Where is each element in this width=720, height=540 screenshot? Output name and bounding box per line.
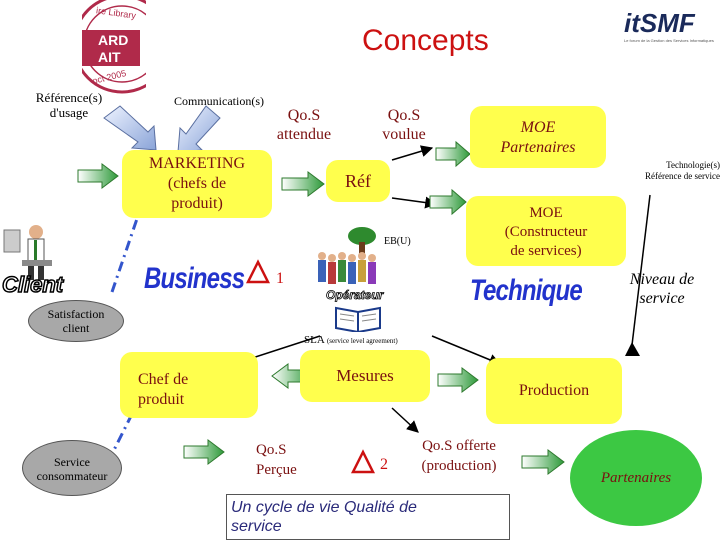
niveau-service-line2: service <box>639 290 685 307</box>
mesures-arrow <box>391 407 419 433</box>
green-arrow-4 <box>429 188 467 216</box>
reference-usage-line1: Référence(s) <box>35 90 103 105</box>
partenaires-ellipse[interactable]: Partenaires <box>570 430 702 526</box>
qos-offerte-label: Qo.S offerte (production) <box>404 436 514 476</box>
delta-2-label: 2 <box>380 456 388 473</box>
qos-offerte-line1: Qo.S offerte <box>422 438 496 454</box>
qos-voulue-line1: Qo.S <box>387 107 421 124</box>
delta-triangle-2 <box>350 449 376 474</box>
qos-percue-line2: Perçue <box>256 462 297 478</box>
eb-label: EB(U) <box>384 236 411 247</box>
marketing-line2: (chefs de <box>167 175 227 192</box>
sla-label: SLA (service level agreement) <box>304 334 398 346</box>
book-icon <box>334 302 382 334</box>
people-group-icon <box>316 250 382 288</box>
niveau-service-label: Niveau de service <box>610 270 714 308</box>
itsmf-logo: itSMF Le forum de la Gestion des Service… <box>622 8 718 48</box>
reference-usage-line2: d'usage <box>49 105 89 120</box>
chef-produit-line1: Chef de <box>138 371 189 388</box>
ref-arrow-down <box>391 196 438 209</box>
qos-voulue-label: Qo.S voulue <box>364 106 444 144</box>
cycle-line1: Un cycle de vie Qualité de <box>231 499 417 516</box>
technologie-label: Technologie(s) Référence de service <box>626 160 720 182</box>
mesures-box[interactable]: Mesures <box>300 350 430 402</box>
tree-icon <box>344 226 380 256</box>
ref-box[interactable]: Réf <box>326 160 390 202</box>
itsmf-tagline: Le forum de la Gestion des Services Info… <box>624 38 714 43</box>
moe-partenaires-line1: MOE <box>520 119 556 136</box>
line-technologie <box>631 194 651 346</box>
communication-label: Communication(s) <box>174 94 264 108</box>
voulue-arrow <box>391 145 434 161</box>
marketing-line1: MARKETING <box>149 155 245 172</box>
green-arrow-2 <box>281 171 325 197</box>
logo-text-ait: AIT <box>98 49 121 65</box>
moe-constructeur-line3: de services) <box>510 243 582 259</box>
green-arrow-8 <box>521 449 565 475</box>
logo-text-ard: ARD <box>98 32 129 48</box>
marketing-box[interactable]: MARKETING (chefs de produit) <box>122 150 272 218</box>
qos-voulue-line2: voulue <box>382 126 426 143</box>
moe-partenaires-box[interactable]: MOE Partenaires <box>470 106 606 168</box>
chef-produit-box[interactable]: Chef de produit <box>120 352 258 418</box>
service-consommateur-line1: Service <box>54 455 90 469</box>
delta-triangle-1 <box>245 259 271 284</box>
page-title: Concepts <box>362 24 489 57</box>
green-arrow-6 <box>437 367 479 393</box>
sla-arrow-right <box>431 335 502 366</box>
marketing-line3: produit) <box>171 195 223 212</box>
satisfaction-line1: Satisfaction <box>47 307 105 321</box>
technique-label: Technique <box>470 274 583 307</box>
client-label: Client <box>1 271 64 298</box>
green-arrow-7 <box>183 439 225 465</box>
green-arrow-3 <box>435 140 471 168</box>
technologie-line1: Technologie(s) <box>666 160 720 170</box>
reference-usage-label: Référence(s) d'usage <box>24 90 114 120</box>
dashed-line-marketing <box>110 209 142 293</box>
moe-partenaires-line2: Partenaires <box>500 139 576 156</box>
blue-arrow-left <box>103 105 157 151</box>
technologie-line2: Référence de service <box>645 171 720 181</box>
moe-constructeur-line1: MOE <box>529 205 563 221</box>
qos-percue-line1: Qo.S <box>256 442 287 458</box>
business-label: Business <box>144 262 245 295</box>
qos-offerte-line2: (production) <box>421 458 497 474</box>
itsmf-name: itSMF <box>624 8 695 38</box>
library-logo: ire Library ARD AIT oct 2005 <box>82 0 146 100</box>
qos-attendue-line1: Qo.S <box>287 107 321 124</box>
delta-1-label: 1 <box>276 270 284 287</box>
blue-arrow-right <box>177 105 221 153</box>
chef-produit-line2: produit <box>138 391 185 408</box>
qos-percue-label: Qo.S Perçue <box>256 440 297 480</box>
sla-detail: (service level agreement) <box>326 337 398 345</box>
cycle-vie-box: Un cycle de vie Qualité de service <box>226 494 510 540</box>
sla-main: SLA <box>304 334 325 346</box>
client-figure-icon <box>2 222 58 282</box>
moe-constructeur-line2: (Constructeur <box>504 224 588 240</box>
service-consommateur-line2: consommateur <box>36 469 108 483</box>
triangle-niveau <box>625 342 640 356</box>
service-consommateur-ellipse[interactable]: Service consommateur <box>22 440 122 496</box>
cycle-line2: service <box>231 518 282 535</box>
satisfaction-line2: client <box>62 321 90 335</box>
moe-constructeur-box[interactable]: MOE (Constructeur de services) <box>466 196 626 266</box>
qos-attendue-line2: attendue <box>276 126 332 143</box>
production-box[interactable]: Production <box>486 358 622 424</box>
qos-attendue-label: Qo.S attendue <box>264 106 344 144</box>
operateur-label: Opérateur <box>326 288 384 303</box>
satisfaction-client-ellipse[interactable]: Satisfaction client <box>28 300 124 342</box>
niveau-service-line1: Niveau de <box>629 271 695 288</box>
green-arrow-1 <box>77 163 119 189</box>
